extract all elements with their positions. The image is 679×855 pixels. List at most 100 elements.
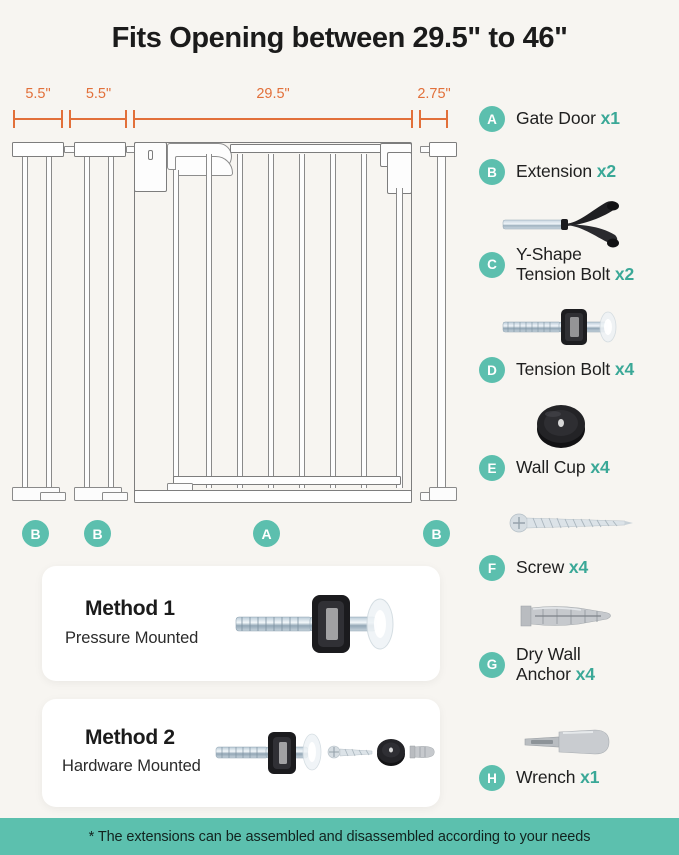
extension-bar-1 xyxy=(84,157,90,487)
legend-qty: x4 xyxy=(568,557,589,578)
footer-note-bar: * The extensions can be assembled and di… xyxy=(0,818,679,855)
legend-name-line1: Dry Wall xyxy=(516,644,581,664)
extension-bottom-bolt-stub xyxy=(102,492,128,501)
legend-item-y-shape-tension-bolt: C Y-Shape Tension Bolt x2 xyxy=(479,244,635,284)
ruler-line-1 xyxy=(13,118,63,121)
legend-label-wrench: Wrench x1 xyxy=(516,767,600,788)
diagram-label-b1: B xyxy=(22,520,49,547)
ruler-tick-1 xyxy=(61,110,64,128)
gate-door-bottom-rail xyxy=(173,476,401,485)
legend-qty: x2 xyxy=(614,263,635,284)
gate-bar-6 xyxy=(330,154,336,488)
diagram-label-b3: B xyxy=(423,520,450,547)
gate-bar-4 xyxy=(268,154,274,488)
ruler-tick-3 xyxy=(125,110,128,128)
gate-bar-5 xyxy=(299,154,305,488)
gate-door-panel xyxy=(134,138,412,506)
legend-item-screw: F Screw x4 xyxy=(479,555,588,581)
ruler-tick-6 xyxy=(419,110,422,128)
legend-name: Wrench xyxy=(516,767,576,788)
ruler-tick-5 xyxy=(411,110,414,128)
diagram-label-b2: B xyxy=(84,520,111,547)
extension-top-rail xyxy=(12,142,64,157)
gate-assembly-diagram: B B A B xyxy=(0,138,470,547)
method-1-subtitle: Pressure Mounted xyxy=(65,629,199,647)
method-1-title: Method 1 xyxy=(85,597,175,620)
legend-qty: x4 xyxy=(590,457,610,478)
legend-qty: x2 xyxy=(596,161,616,182)
screw-icon xyxy=(507,510,647,541)
parts-legend: A Gate Door x1 B Extension x2 xyxy=(479,95,679,825)
gate-bar-3 xyxy=(237,154,243,488)
legend-badge-e: E xyxy=(479,455,505,481)
gate-bar-1 xyxy=(173,170,179,488)
pressure-mount-assembly-icon xyxy=(232,584,422,669)
legend-qty: x4 xyxy=(575,663,595,684)
legend-item-wall-cup: E Wall Cup x4 xyxy=(479,455,610,481)
ruler-line-4 xyxy=(419,118,448,121)
dimension-ruler: 5.5" 5.5" 29.5" 2.75" xyxy=(0,86,470,134)
ruler-tick-4 xyxy=(133,110,136,128)
extension-top-rail xyxy=(74,142,126,157)
extension-panel-right xyxy=(420,138,460,503)
method-1-card: Method 1 Pressure Mounted xyxy=(42,566,440,681)
legend-item-tension-bolt: D Tension Bolt x4 xyxy=(479,357,634,383)
hardware-mount-assembly-icon xyxy=(214,719,436,792)
gate-floor-rail xyxy=(134,490,412,503)
dimension-label-1: 5.5" xyxy=(25,86,51,102)
extension-top-rail xyxy=(429,142,457,157)
legend-name-line2: Anchor xyxy=(516,663,571,684)
wall-cup-icon xyxy=(531,401,591,458)
page-title: Fits Opening between 29.5" to 46" xyxy=(111,22,568,54)
legend-item-extension: B Extension x2 xyxy=(479,159,616,185)
legend-name: Wall Cup xyxy=(516,457,586,478)
ruler-tick-start xyxy=(13,110,16,128)
legend-badge-b: B xyxy=(479,159,505,185)
legend-badge-c: C xyxy=(479,251,505,278)
extension-bar-2 xyxy=(108,157,114,487)
legend-name: Gate Door xyxy=(516,108,596,129)
gate-latch-lever xyxy=(175,156,233,176)
ruler-tick-end xyxy=(446,110,449,128)
extension-bottom-rail xyxy=(429,487,457,501)
gate-latch-post-lower xyxy=(387,152,412,194)
gate-lock-indicator xyxy=(148,150,153,160)
method-2-title: Method 2 xyxy=(85,726,175,749)
dimension-label-2: 5.5" xyxy=(85,86,112,102)
ruler-line-2 xyxy=(70,118,127,121)
legend-name: Extension xyxy=(516,161,592,182)
legend-label-extension: Extension x2 xyxy=(516,161,616,182)
legend-item-gate-door: A Gate Door x1 xyxy=(479,106,620,132)
legend-label-dry-wall-anchor: Dry Wall Anchor x4 xyxy=(516,644,595,684)
extension-bar-1 xyxy=(437,157,446,487)
legend-item-dry-wall-anchor: G Dry Wall Anchor x4 xyxy=(479,644,595,684)
method-2-card: Method 2 Hardware Mounted xyxy=(42,699,440,807)
legend-label-y-shape-tension-bolt: Y-Shape Tension Bolt x2 xyxy=(516,244,635,284)
legend-badge-g: G xyxy=(479,651,505,678)
legend-name-line2: Tension Bolt xyxy=(516,263,611,284)
gate-bar-7 xyxy=(361,154,367,488)
legend-name: Screw xyxy=(516,557,565,578)
legend-badge-d: D xyxy=(479,357,505,383)
dry-wall-anchor-icon xyxy=(517,600,627,637)
legend-item-wrench: H Wrench x1 xyxy=(479,765,600,791)
method-2-subtitle: Hardware Mounted xyxy=(62,757,201,775)
dimension-label-4: 2.75" xyxy=(417,86,451,102)
y-shape-tension-bolt-icon xyxy=(501,198,631,255)
diagram-label-a: A xyxy=(253,520,280,547)
ruler-tick-2 xyxy=(69,110,72,128)
legend-qty: x4 xyxy=(614,359,635,380)
legend-badge-f: F xyxy=(479,555,505,581)
legend-label-tension-bolt: Tension Bolt x4 xyxy=(516,359,635,380)
legend-badge-h: H xyxy=(479,765,505,791)
footer-note-text: * The extensions can be assembled and di… xyxy=(88,828,591,845)
gate-right-post-bar xyxy=(396,188,403,488)
extension-panel-left-2 xyxy=(74,138,137,503)
extension-panel-left-1 xyxy=(12,138,75,503)
wrench-icon xyxy=(523,727,623,762)
extension-bar-2 xyxy=(46,157,52,487)
legend-name-line1: Y-Shape xyxy=(516,244,582,264)
ruler-line-3 xyxy=(134,118,412,121)
gate-bar-2 xyxy=(206,154,212,488)
legend-name: Tension Bolt xyxy=(516,359,611,380)
